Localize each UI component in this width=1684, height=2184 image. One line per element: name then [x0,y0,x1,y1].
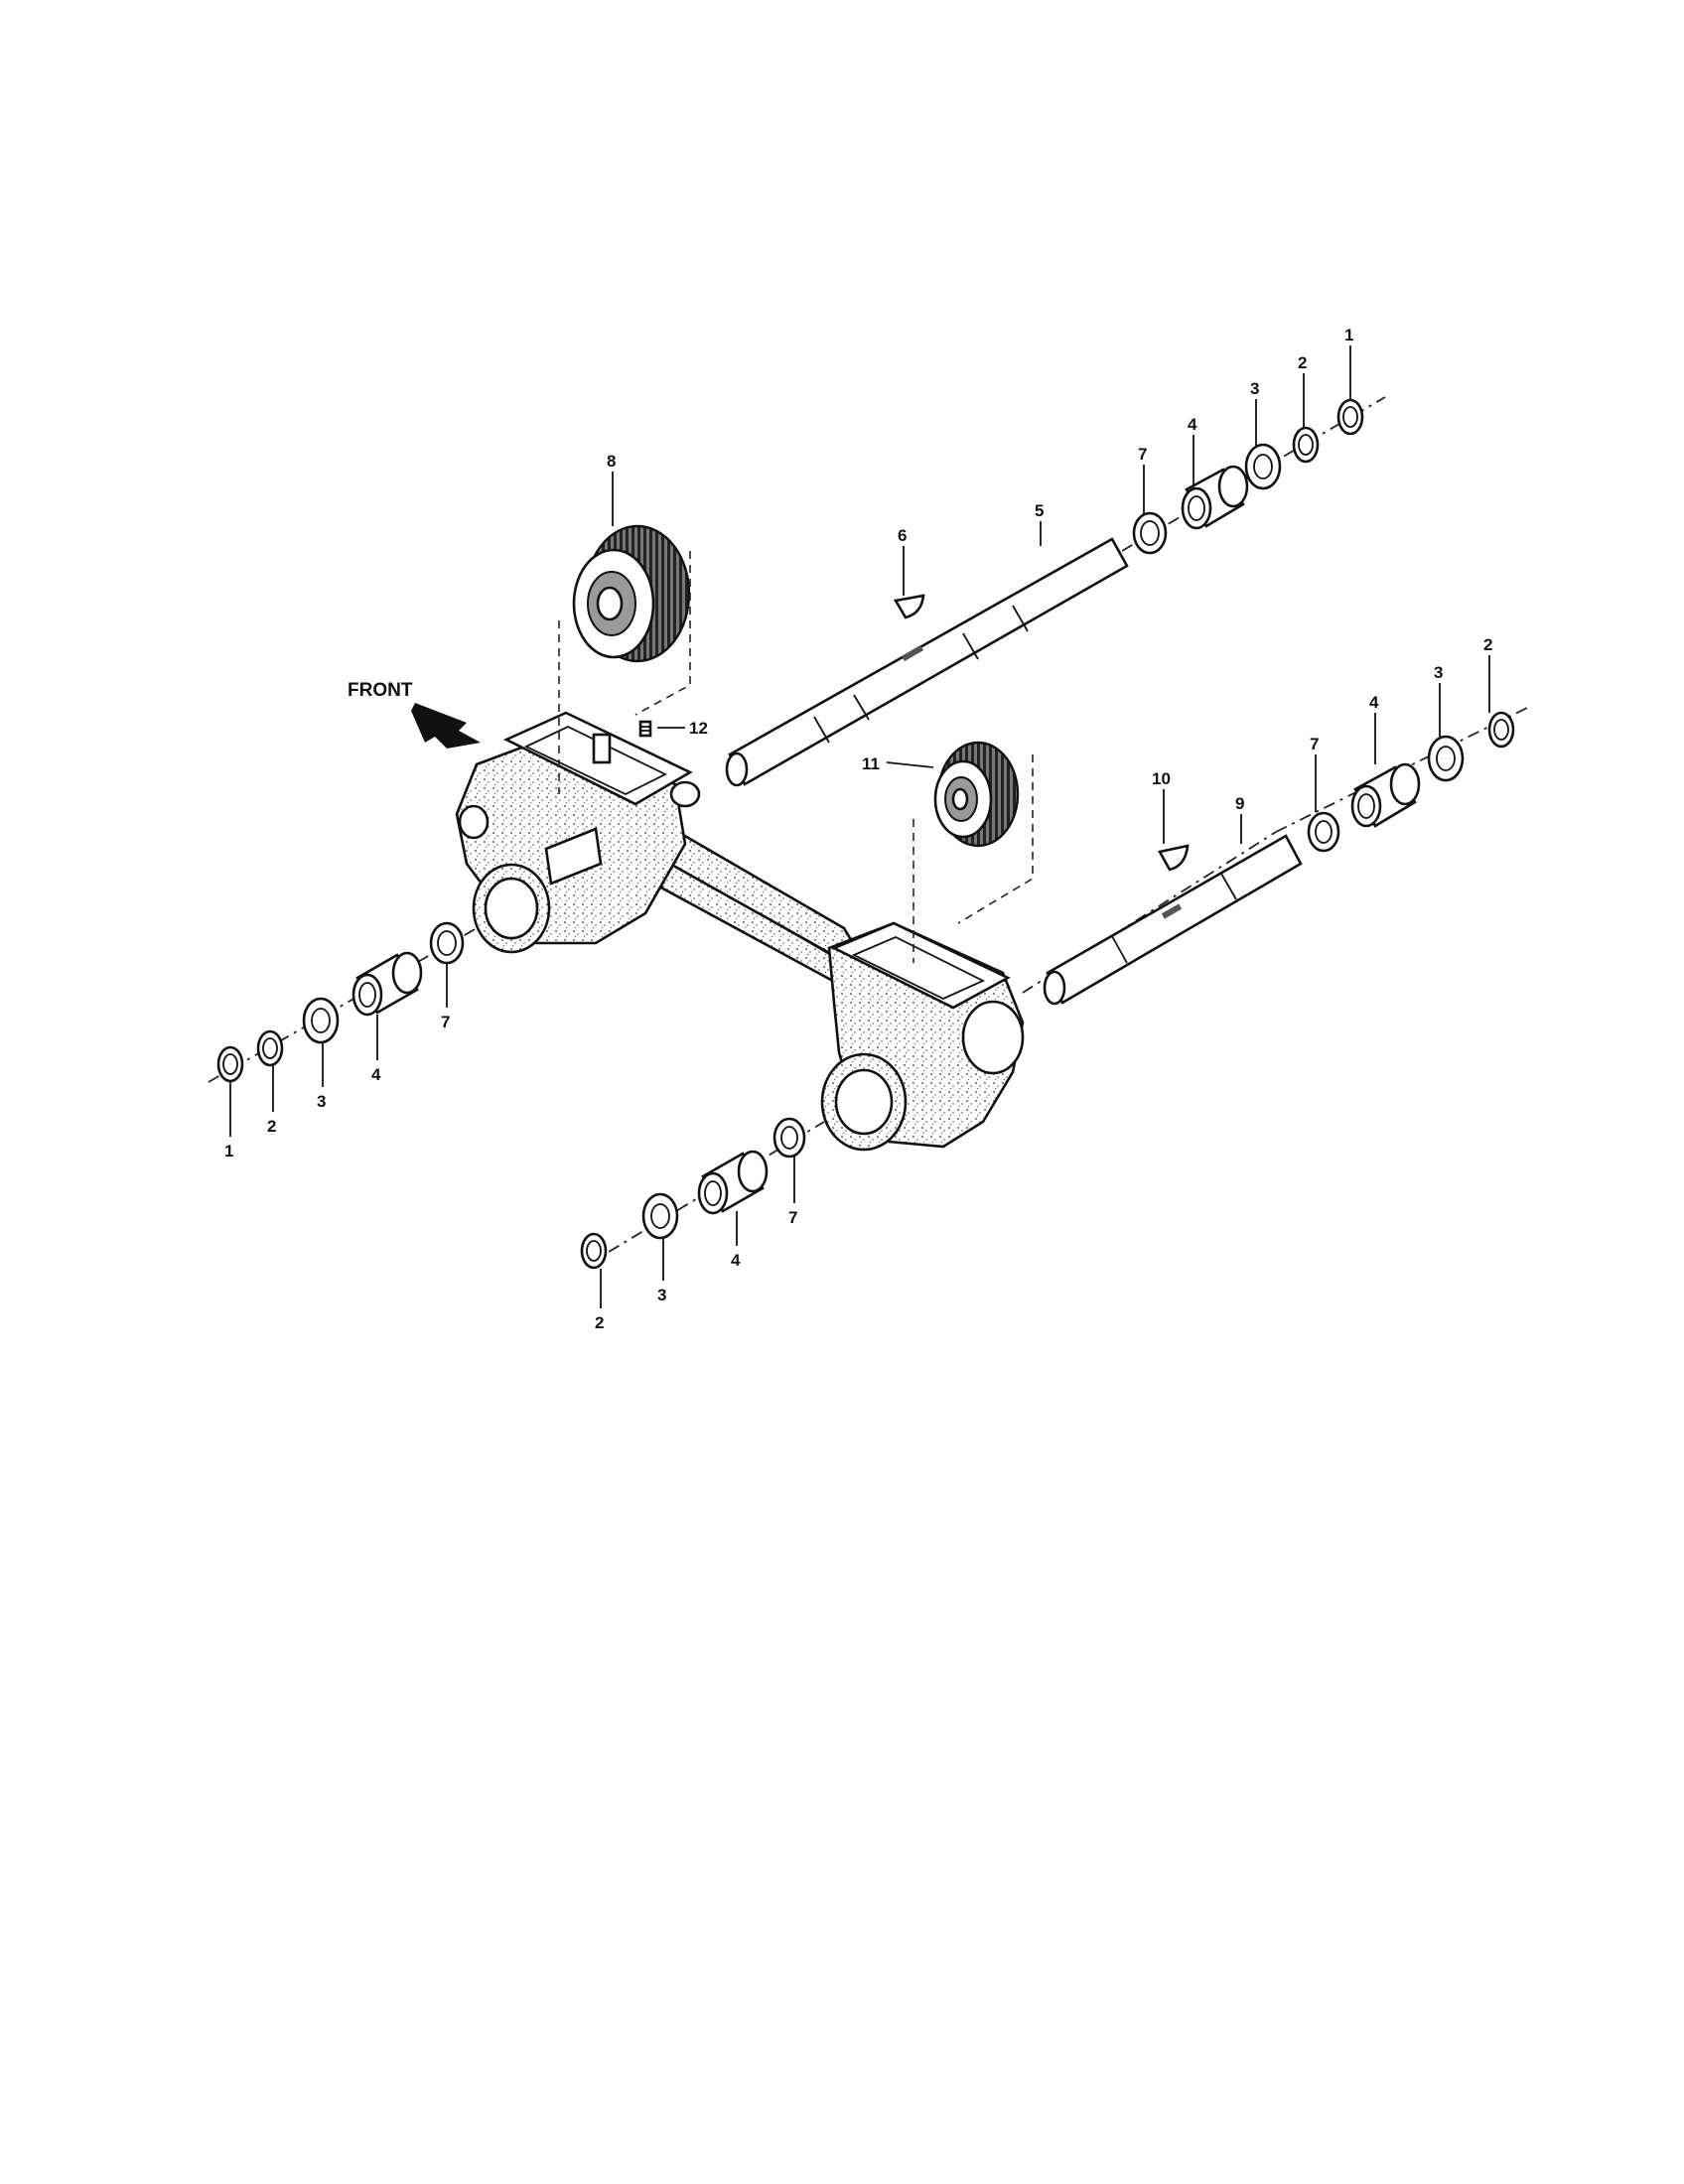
callout-3-rear-upper: 3 [1250,379,1259,398]
callout-leaders [229,345,1490,1308]
ring-2-rear-upper [1292,426,1320,464]
woodruff-key-10 [1158,844,1190,872]
set-screw-12 [638,720,652,738]
ring-2-front-left [256,1029,284,1067]
shaft-5-body [728,537,1129,786]
callout-1-rear-upper: 1 [1344,326,1353,344]
callout-7-rear-lower: 7 [1310,735,1319,753]
callout-4-front-right: 4 [731,1251,741,1270]
left-bracket [544,827,603,886]
washer-3-front-right [641,1192,679,1240]
shaft-5 [725,537,1129,787]
washer-3-front-left [302,997,340,1044]
callout-11: 11 [862,754,880,773]
bushing-4-rear-lower [1350,762,1421,828]
gear-8-bore [596,586,624,621]
callout-4-rear-lower: 4 [1369,693,1379,712]
callout-5: 5 [1035,501,1044,520]
left-boss [458,804,490,840]
callout-7-rear-upper: 7 [1138,445,1147,464]
left-hub-bore [484,877,539,940]
callout-3-front-left: 3 [317,1092,326,1111]
callout-2-rear-lower: 2 [1483,635,1492,654]
shaft-5-end [725,751,749,787]
shaft-9-axis-line [1022,831,1277,994]
front-left-axis-line [208,927,478,1083]
housing-stud [669,780,701,808]
shaft-9-end [1043,970,1066,1006]
washer-7-rear-upper-hole [1140,520,1160,546]
ring-2-front-right [580,1232,608,1270]
transaxle-housing [455,711,1025,1152]
callout-7-front-right: 7 [788,1208,797,1227]
callout-3-front-right: 3 [657,1286,666,1304]
clip-1-front-left [216,1045,244,1083]
left-top-opening [523,726,668,796]
washer-3-rear-upper [1244,443,1282,490]
callout-4-front-left: 4 [371,1065,381,1084]
bushing-4-front-right [697,1150,769,1215]
callout-numbers: 1 2 3 4 7 8 6 5 12 2 3 4 7 9 10 11 7 4 3… [224,326,1492,1332]
gear-11-bore [951,787,969,811]
callout-1-front-left: 1 [224,1142,233,1160]
callout-7-front-left: 7 [441,1013,450,1031]
washer-7-front-right [772,1117,806,1159]
clip-1-rear-upper [1336,398,1364,436]
washer-7-front-left [429,921,465,965]
washer-3-rear-upper-hole [1253,454,1273,479]
callout-10: 10 [1152,769,1171,788]
callout-8: 8 [607,452,616,471]
gear-8-guide-right [634,551,691,716]
bushing-4-rear-upper [1181,465,1249,530]
woodruff-key-6 [893,594,925,619]
front-direction-label: FRONT [348,680,413,701]
right-side-bore [961,1000,1025,1075]
shaft-9 [1043,834,1303,1006]
callout-3-rear-lower: 3 [1434,663,1443,682]
callout-6: 6 [898,526,907,545]
housing-post [592,733,612,764]
washer-7-rear-lower [1307,811,1340,853]
callout-12: 12 [689,719,708,738]
ring-2-rear-lower [1487,711,1515,749]
callout-2-rear-upper: 2 [1298,353,1307,372]
right-hub-bore [834,1068,894,1136]
gear-8 [572,524,691,663]
callout-2-front-left: 2 [267,1117,276,1136]
right-top-opening [851,936,986,1000]
gear-11-guide-right [957,754,1034,924]
gear-11 [933,741,1020,848]
washer-7-rear-upper [1132,511,1168,555]
callout-2-front-right: 2 [595,1313,604,1332]
front-direction-arrow [411,703,481,749]
callout-4-rear-upper: 4 [1188,415,1197,434]
callout-9: 9 [1235,794,1244,813]
bushing-4-front-left [351,951,423,1017]
washer-3-rear-lower [1427,735,1465,782]
